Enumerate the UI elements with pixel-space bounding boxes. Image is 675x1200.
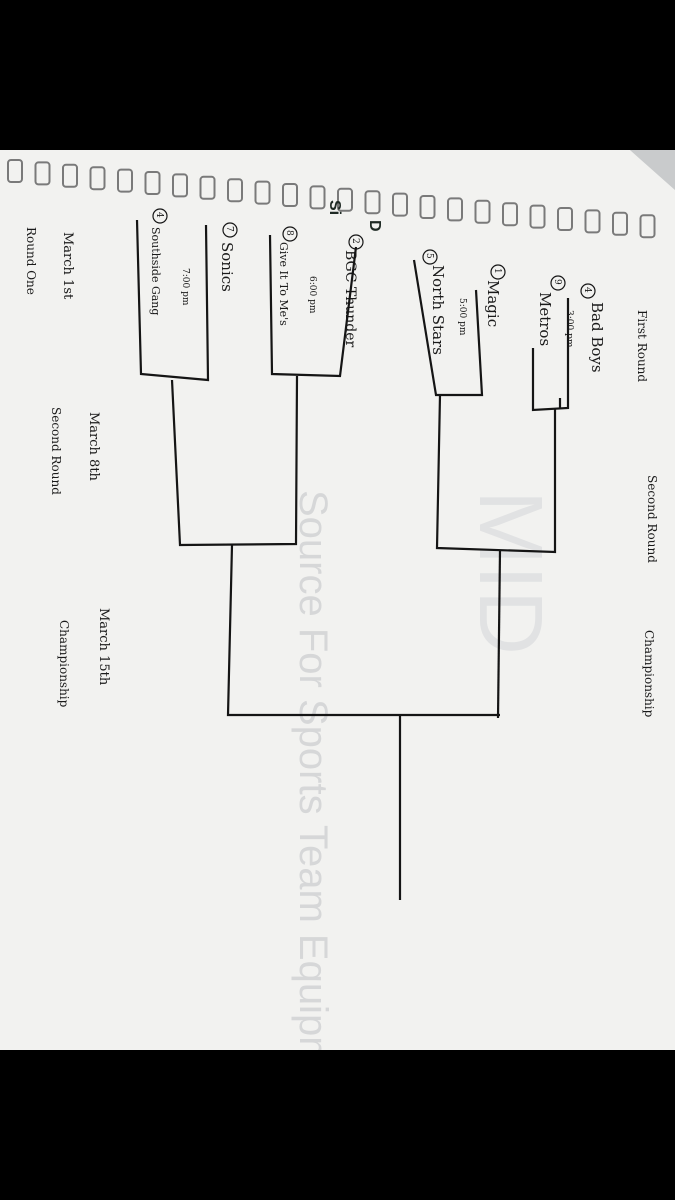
- header-second-round: Second Round: [645, 475, 659, 563]
- game-time: 5:00 pm: [457, 298, 467, 336]
- spiral-ring: [474, 199, 491, 224]
- spiral-ring: [309, 185, 326, 210]
- bracket-lines-round-one: [135, 219, 570, 412]
- header-first-round: First Round: [635, 310, 649, 382]
- paper-shadow: [630, 150, 675, 190]
- watermark-text: Source For Sports Team Equipment: [291, 490, 335, 1050]
- seed-number: 5: [424, 253, 434, 259]
- spiral-ring: [7, 159, 23, 183]
- spiral-ring: [282, 183, 298, 207]
- seed-circle: [580, 283, 596, 299]
- spiral-ring: [227, 178, 243, 203]
- spiral-ring: [117, 168, 133, 193]
- watermark-block: MID: [460, 490, 560, 655]
- seed-circle: [550, 275, 566, 291]
- spiral-ring: [639, 214, 656, 239]
- bracket-lines-later-rounds: [170, 375, 557, 900]
- spiral-ring: [392, 192, 408, 217]
- game-time: 7:00 pm: [180, 268, 190, 306]
- spiral-ring: [62, 163, 78, 188]
- spiral-ring: [34, 161, 51, 186]
- spiral-ring: [144, 171, 161, 195]
- game-time: 6:00 pm: [307, 276, 317, 314]
- spiral-ring: [364, 190, 381, 215]
- seed-number: 4: [154, 212, 164, 218]
- date-round-two: March 8th: [86, 412, 101, 482]
- spiral-ring: [447, 197, 463, 222]
- label-final: Championship: [57, 620, 71, 708]
- date-round-one: March 1st: [60, 232, 75, 300]
- label-round-one: Round One: [24, 227, 38, 295]
- paper-sheet: [0, 150, 675, 1050]
- spiral-ring: [529, 204, 546, 229]
- spiral-ring: [337, 187, 353, 212]
- team-name: Give It To Me's: [277, 242, 290, 326]
- seed-number: 2: [350, 238, 360, 244]
- spiral-ring: [419, 195, 436, 219]
- seed-number: 4: [582, 287, 592, 293]
- seed-number: 7: [224, 226, 234, 232]
- spiral-binding: [7, 159, 656, 239]
- printed-letter-d: D: [366, 220, 383, 232]
- photo-frame: Source For Sports Team Equipment MID D S…: [0, 150, 675, 1050]
- spiral-ring: [172, 173, 188, 198]
- seed-circle: [490, 264, 506, 280]
- seed-circle: [422, 249, 438, 265]
- seed-circle: [282, 226, 298, 242]
- date-final: March 15th: [96, 608, 111, 686]
- spiral-ring: [557, 207, 573, 231]
- seed-number: 8: [284, 230, 294, 236]
- spiral-ring: [199, 175, 216, 200]
- seed-number: 1: [492, 268, 502, 274]
- seed-circle: [222, 222, 238, 238]
- seed-circle: [152, 208, 168, 224]
- team-name: Sonics: [218, 242, 236, 292]
- spiral-ring: [502, 202, 518, 227]
- bracket-paper: Source For Sports Team Equipment MID D S…: [0, 150, 675, 1050]
- printed-letters-si: Si: [326, 200, 343, 215]
- team-name: Bad Boys: [588, 302, 606, 373]
- team-name: Metros: [536, 292, 554, 346]
- seed-number: 9: [552, 279, 562, 285]
- team-name: Southside Gang: [149, 227, 162, 315]
- spiral-ring: [89, 166, 106, 191]
- header-championship: Championship: [642, 630, 656, 718]
- team-name: North Stars: [429, 265, 447, 355]
- spiral-ring: [584, 209, 601, 234]
- spiral-ring: [254, 180, 271, 205]
- team-name: Magic: [484, 280, 502, 327]
- spiral-ring: [612, 211, 628, 236]
- label-round-two: Second Round: [49, 407, 63, 495]
